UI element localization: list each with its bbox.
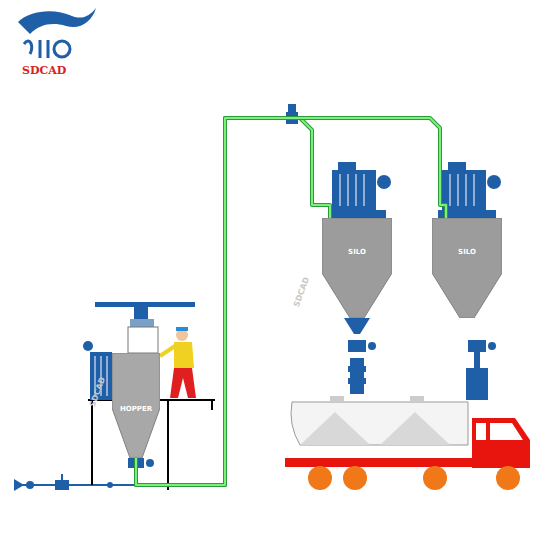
- vessel-outline: [432, 218, 502, 318]
- tanker-truck: [285, 396, 530, 490]
- silo-vessel: SILO: [432, 218, 502, 318]
- blower-line: [14, 474, 136, 491]
- brand-logo-text: SDCAD: [22, 64, 66, 77]
- vessel-label: SILO: [322, 248, 392, 256]
- hopper-vessel: HOPPER: [112, 353, 160, 458]
- container-outlet: [466, 340, 496, 400]
- worker-figure: [160, 327, 196, 398]
- loading-spout: [344, 318, 376, 394]
- conveying-pipe: [136, 118, 446, 485]
- silo-filter: [328, 162, 391, 218]
- logo-symbol: [18, 8, 96, 58]
- diverter-valve: [286, 104, 298, 124]
- silo-vessel: SILO: [322, 218, 392, 318]
- conveying-pipe: [136, 118, 330, 485]
- pipe-outline: [136, 118, 330, 485]
- vessel-label: SILO: [432, 248, 502, 256]
- vessel-label: HOPPER: [112, 405, 160, 413]
- silo-filter: [438, 162, 501, 218]
- pipe-outline: [136, 118, 446, 485]
- vessel-outline: [322, 218, 392, 318]
- rotary-valve: [128, 458, 154, 468]
- watermark: SDCAD: [292, 276, 311, 308]
